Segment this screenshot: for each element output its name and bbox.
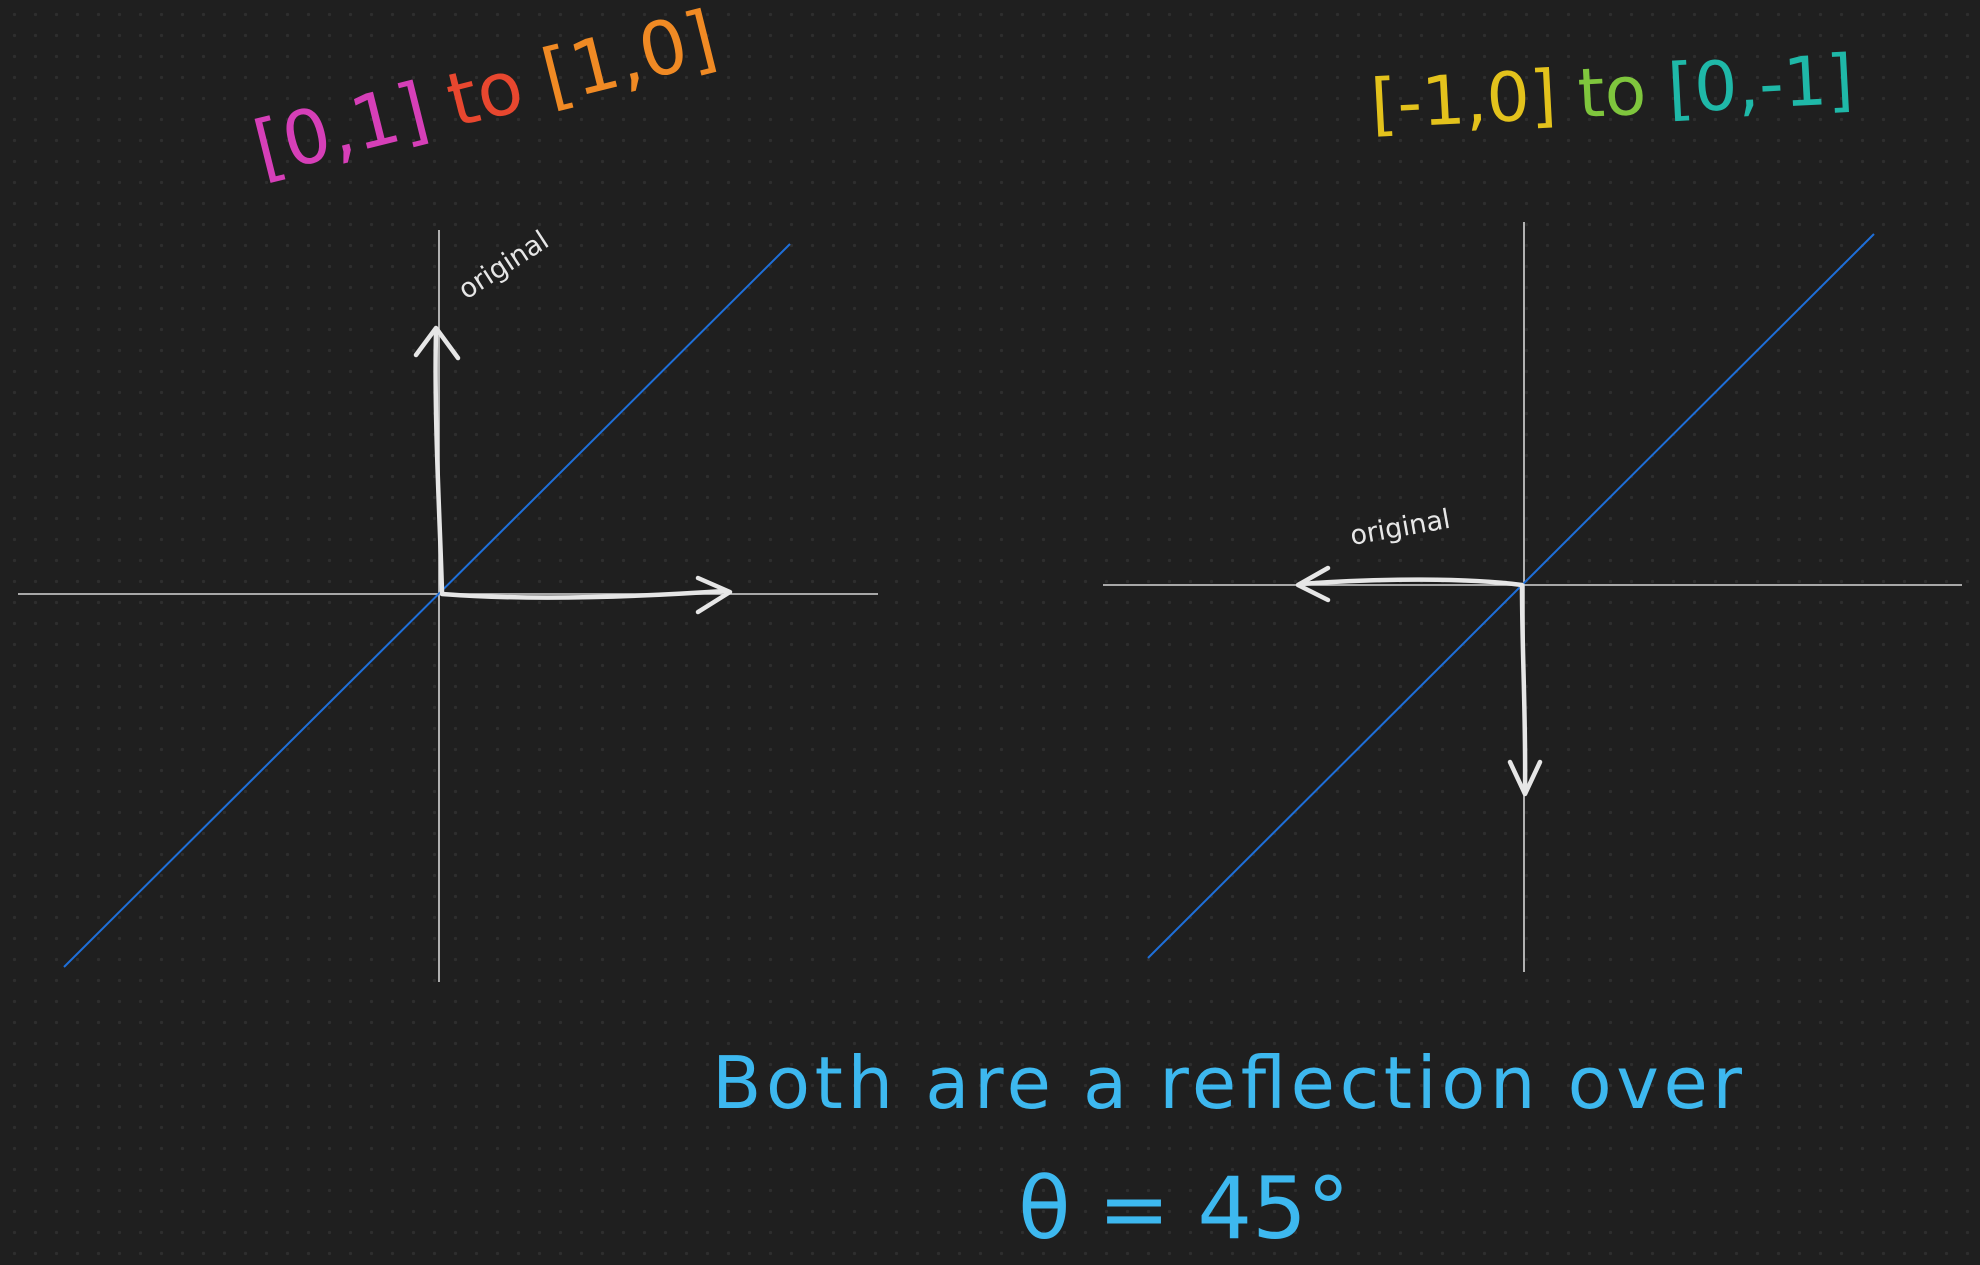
right-heading-from: [-1,0] bbox=[1369, 56, 1559, 145]
right-heading-target: [0,-1] bbox=[1666, 41, 1856, 130]
right-diagram: [-1,0] to [0,-1] original bbox=[1103, 41, 1962, 972]
left-original-vector bbox=[433, 329, 445, 595]
left-reflection-line bbox=[63, 243, 791, 968]
caption-line-1: Both are a reflection over bbox=[712, 1041, 1742, 1125]
right-heading: [-1,0] to [0,-1] bbox=[1369, 41, 1855, 145]
right-reflection-line bbox=[1147, 233, 1875, 959]
left-heading-target: [1,0] bbox=[534, 0, 725, 121]
left-diagram: [0,1] to [1,0] original bbox=[18, 0, 878, 982]
right-reflected-vector bbox=[1519, 584, 1528, 793]
right-original-arrowhead bbox=[1295, 565, 1331, 603]
left-original-arrowhead bbox=[413, 325, 461, 361]
caption-line-2: θ = 45° bbox=[1018, 1159, 1350, 1259]
right-original-vector bbox=[1297, 577, 1525, 588]
left-reflected-arrowhead bbox=[695, 575, 733, 615]
left-reflected-vector bbox=[439, 588, 727, 600]
left-original-label: original bbox=[453, 225, 555, 306]
right-heading-to-word: to bbox=[1576, 51, 1670, 135]
right-reflected-arrowhead bbox=[1507, 759, 1543, 797]
caption: Both are a reflection over θ = 45° bbox=[712, 1041, 1742, 1259]
left-heading-from: [0,1] bbox=[246, 67, 437, 193]
right-original-label: original bbox=[1348, 504, 1453, 552]
left-heading: [0,1] to [1,0] bbox=[246, 0, 725, 192]
